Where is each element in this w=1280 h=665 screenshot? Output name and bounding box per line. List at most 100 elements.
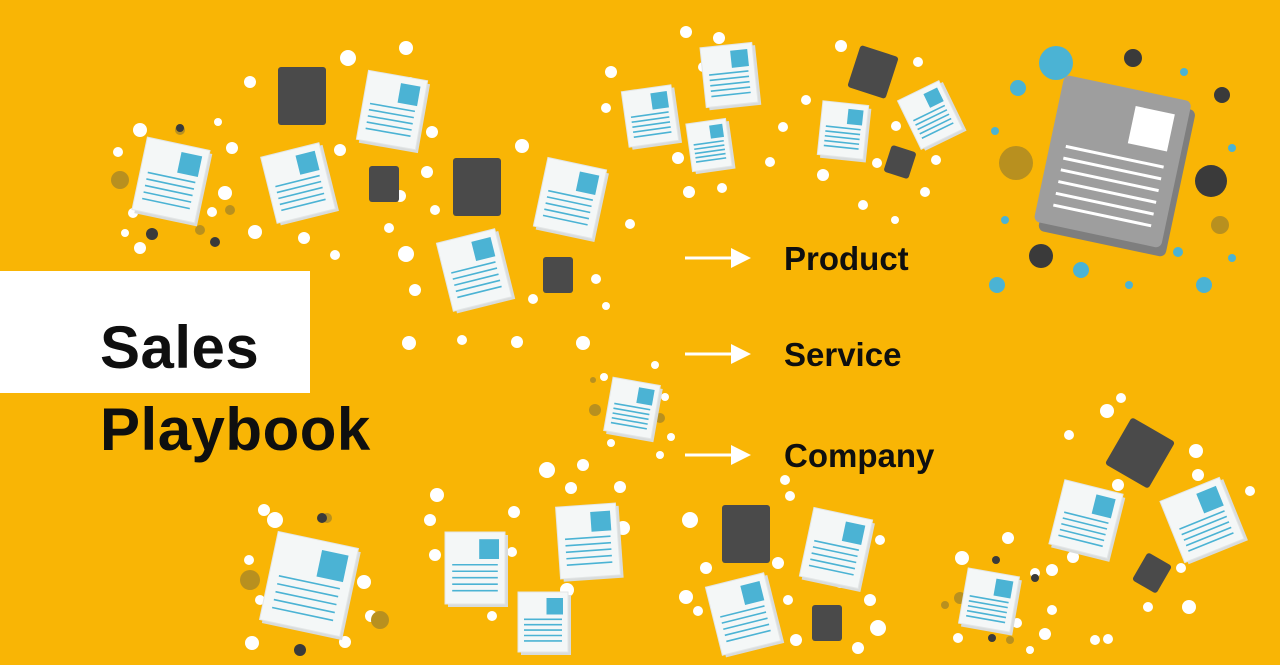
dot-icon (1029, 244, 1053, 268)
dot-icon (817, 169, 829, 181)
dot-icon (457, 335, 467, 345)
dot-icon (683, 186, 695, 198)
dot-icon (870, 620, 886, 636)
dot-icon (577, 459, 589, 471)
dot-icon (858, 200, 868, 210)
dot-icon (590, 377, 596, 383)
dot-icon (1100, 404, 1114, 418)
dot-icon (1067, 551, 1079, 563)
dot-icon (1124, 49, 1142, 67)
dot-icon (334, 144, 346, 156)
dot-icon (1143, 602, 1153, 612)
dot-icon (1245, 486, 1255, 496)
dot-icon (426, 126, 438, 138)
document-icon (896, 79, 967, 151)
dot-icon (991, 127, 999, 135)
dot-icon (941, 601, 949, 609)
dark-square-icon (812, 605, 842, 641)
dot-icon (244, 76, 256, 88)
dot-icon (780, 475, 790, 485)
dot-icon (225, 205, 235, 215)
dot-icon (835, 40, 847, 52)
dot-icon (920, 187, 930, 197)
dot-icon (226, 142, 238, 154)
arrow-right-icon (685, 445, 751, 465)
dot-icon (429, 549, 441, 561)
dark-square-icon (369, 166, 399, 202)
dot-icon (576, 336, 590, 350)
dot-icon (661, 393, 669, 401)
dot-icon (1026, 646, 1034, 654)
document-icon (1048, 479, 1126, 562)
dot-icon (258, 504, 270, 516)
dot-icon (600, 373, 608, 381)
dot-icon (398, 246, 414, 262)
dot-icon (765, 157, 775, 167)
dot-icon (1189, 444, 1203, 458)
dark-square-icon (847, 45, 899, 99)
dot-icon (409, 284, 421, 296)
document-icon (131, 136, 213, 227)
dot-icon (625, 219, 635, 229)
dot-icon (399, 41, 413, 55)
dot-icon (953, 633, 963, 643)
topic-label: Company (784, 437, 935, 474)
dot-icon (1173, 247, 1183, 257)
dot-icon (121, 229, 129, 237)
dot-icon (651, 361, 659, 369)
dark-square-icon (278, 67, 326, 125)
document-icon (798, 506, 875, 593)
dot-icon (133, 123, 147, 137)
dot-icon (682, 512, 698, 528)
dot-icon (214, 118, 222, 126)
dot-icon (602, 302, 610, 310)
topic-label: Service (784, 336, 902, 373)
dot-icon (783, 595, 793, 605)
dot-icon (1064, 430, 1074, 440)
dot-icon (1046, 564, 1058, 576)
dark-square-icon (453, 158, 501, 216)
dot-icon (1192, 469, 1204, 481)
dot-icon (218, 186, 232, 200)
dark-square-icon (722, 505, 770, 563)
dot-icon (999, 146, 1033, 180)
dot-icon (1176, 563, 1186, 573)
dot-icon (1006, 636, 1014, 644)
document-icon (620, 84, 683, 150)
dot-icon (1180, 68, 1188, 76)
dot-icon (1031, 574, 1039, 582)
dot-icon (330, 250, 340, 260)
dot-icon (931, 155, 941, 165)
dot-icon (508, 506, 520, 518)
dot-icon (656, 451, 664, 459)
document-icon (816, 100, 872, 163)
dot-icon (515, 139, 529, 153)
dot-icon (672, 152, 684, 164)
dot-icon (245, 636, 259, 650)
arrow-right-icon (685, 248, 751, 268)
document-icon (444, 531, 508, 607)
document-icon (260, 142, 339, 226)
document-icon (435, 228, 516, 314)
dot-icon (1116, 393, 1126, 403)
dot-icon (1073, 262, 1089, 278)
dot-icon (210, 237, 220, 247)
document-icon (532, 156, 609, 243)
dot-icon (605, 66, 617, 78)
title-line-2: Playbook (100, 396, 371, 463)
dot-icon (430, 205, 440, 215)
dot-icon (424, 514, 436, 526)
dot-icon (294, 644, 306, 656)
dot-icon (852, 642, 864, 654)
dot-icon (1039, 628, 1051, 640)
dot-icon (589, 404, 601, 416)
dot-icon (146, 228, 158, 240)
dot-icon (713, 32, 725, 44)
dot-icon (111, 171, 129, 189)
dot-icon (785, 491, 795, 501)
arrow-right-icon (685, 344, 751, 364)
dot-icon (1125, 281, 1133, 289)
dot-icon (801, 95, 811, 105)
dot-icon (430, 488, 444, 502)
document-icon (1159, 476, 1248, 565)
